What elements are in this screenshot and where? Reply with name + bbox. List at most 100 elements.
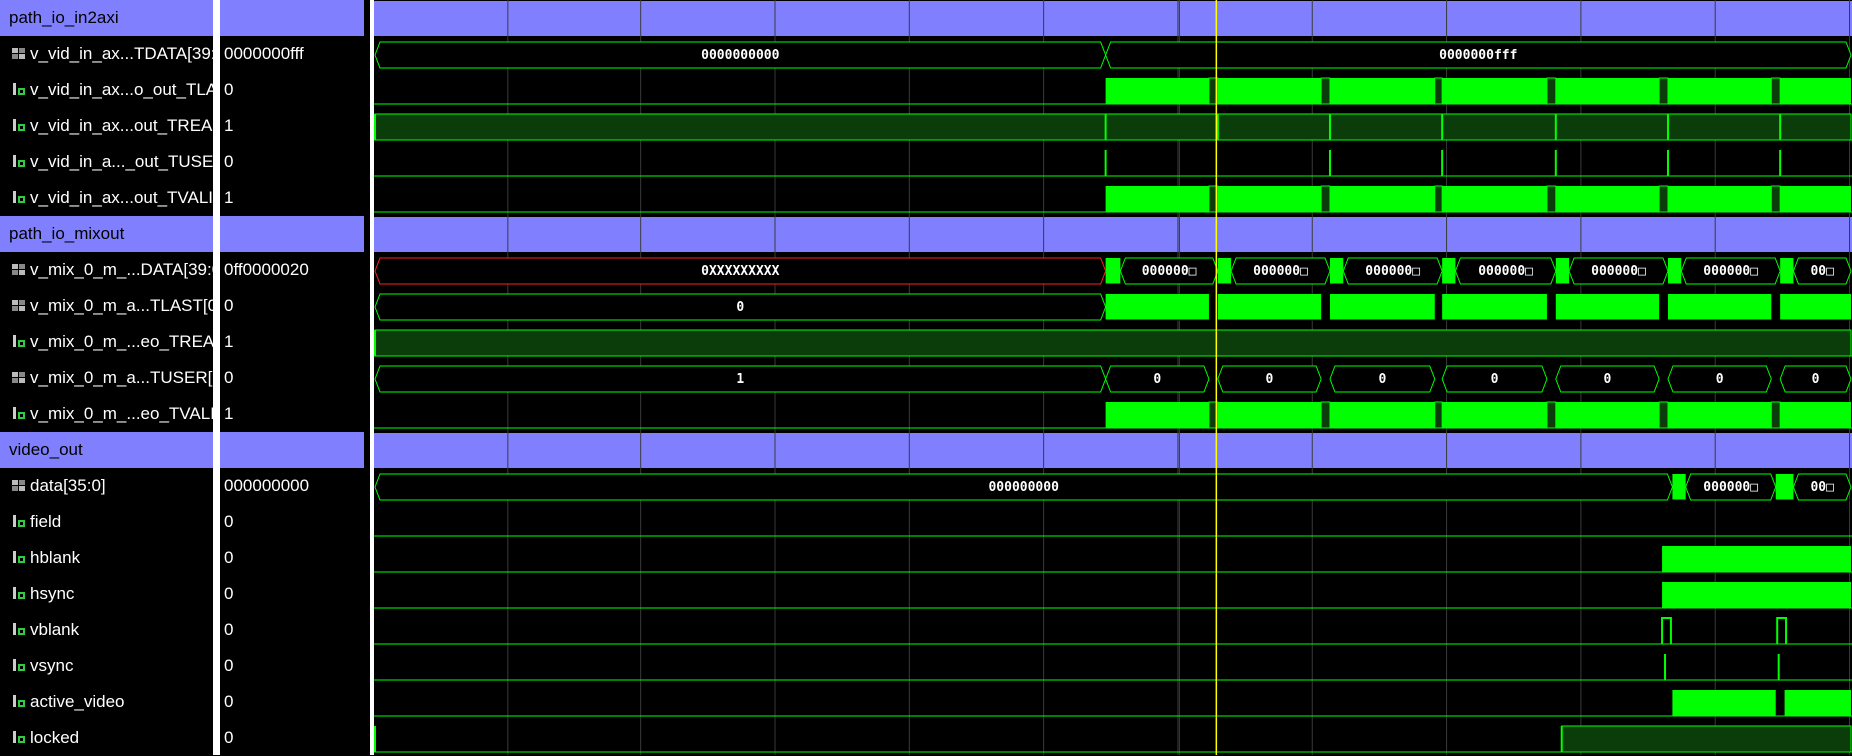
- bus-segment-label: 0: [1604, 372, 1612, 387]
- wave-high-segment: [1667, 186, 1772, 212]
- bus-segment: [1342, 257, 1443, 285]
- signal-name-row[interactable]: vblank: [0, 612, 213, 648]
- signal-name-row[interactable]: v_vid_in_a..._out_TUSER: [0, 144, 213, 180]
- group-header[interactable]: video_out: [0, 432, 213, 468]
- group-header[interactable]: path_io_mixout: [0, 216, 213, 252]
- signal-value-row[interactable]: 1: [220, 180, 364, 216]
- signal-name-row[interactable]: locked: [0, 720, 213, 756]
- signal-name-row[interactable]: hsync: [0, 576, 213, 612]
- wave-high-segment: [1555, 186, 1660, 212]
- wave-group-band: [374, 1, 1852, 36]
- signal-name-row[interactable]: v_vid_in_ax...out_TVALIE: [0, 180, 213, 216]
- wave-dark-segment: [1561, 725, 1852, 753]
- signal-value-row[interactable]: 0: [220, 648, 364, 684]
- bit-icon: [10, 729, 28, 747]
- bus-segment: [1568, 257, 1669, 285]
- signal-value: 0: [224, 620, 234, 639]
- group-header[interactable]: path_io_in2axi: [0, 0, 213, 36]
- signal-value: 1: [224, 404, 234, 423]
- signal-value-row[interactable]: 1: [220, 324, 364, 360]
- bus-icon: [10, 477, 28, 495]
- signal-name: v_mix_0_m_...eo_TREAD: [30, 332, 213, 351]
- wave-high-segment: [1442, 186, 1547, 212]
- signal-name: field: [30, 512, 62, 531]
- group-value-row[interactable]: [220, 216, 364, 252]
- signal-name-row[interactable]: data[35:0]: [0, 468, 213, 504]
- signal-value-row[interactable]: 0: [220, 360, 364, 396]
- wave-high-segment: [1667, 258, 1682, 284]
- signal-value: 0: [224, 548, 234, 567]
- group-value-row[interactable]: [220, 0, 364, 36]
- signal-name-row[interactable]: active_video: [0, 684, 213, 720]
- signal-name: hsync: [30, 584, 75, 603]
- signal-value-row[interactable]: 0000000fff: [220, 36, 364, 72]
- signal-name-row[interactable]: vsync: [0, 648, 213, 684]
- signal-name: path_io_in2axi: [9, 8, 119, 27]
- bus-segment-label: 0000000fff: [1439, 48, 1517, 63]
- signal-value: 0: [224, 692, 234, 711]
- wave-high-segment: [1555, 294, 1660, 320]
- bus-icon: [10, 297, 28, 315]
- signal-value-row[interactable]: 0: [220, 684, 364, 720]
- wave-high-segment: [1775, 474, 1794, 500]
- wave-splitter[interactable]: [364, 0, 374, 755]
- signal-value-row[interactable]: 0: [220, 576, 364, 612]
- signal-value: 0: [224, 152, 234, 171]
- signal-value-row[interactable]: 0: [220, 288, 364, 324]
- signal-name-row[interactable]: v_mix_0_m_...eo_TVALIE: [0, 396, 213, 432]
- signal-value-row[interactable]: 0: [220, 144, 364, 180]
- bus-segment: [1105, 365, 1210, 393]
- signal-value-row[interactable]: 000000000: [220, 468, 364, 504]
- bus-segment-label: 000000□: [1703, 264, 1758, 279]
- wave-dark-segment: [1770, 185, 1781, 213]
- signal-name-row[interactable]: v_mix_0_m_...eo_TREAD: [0, 324, 213, 360]
- wave-high-segment: [1217, 78, 1322, 104]
- signal-value-row[interactable]: 1: [220, 108, 364, 144]
- signal-name-row[interactable]: field: [0, 504, 213, 540]
- bus-segment: [1792, 473, 1852, 501]
- wave-high-segment: [1780, 78, 1851, 104]
- signal-name-row[interactable]: v_mix_0_m_a...TUSER[0:: [0, 360, 213, 396]
- bit-icon: [10, 513, 28, 531]
- signal-value: 0: [224, 584, 234, 603]
- signal-value-row[interactable]: 0: [220, 720, 364, 756]
- column-splitter[interactable]: [213, 0, 220, 755]
- bus-segment-label: 0: [1716, 372, 1724, 387]
- bus-segment-label: 000000□: [1591, 264, 1646, 279]
- signal-value-row[interactable]: 0: [220, 72, 364, 108]
- group-value-row[interactable]: [220, 432, 364, 468]
- signal-value-row[interactable]: 0ff0000020: [220, 252, 364, 288]
- signal-name-row[interactable]: hblank: [0, 540, 213, 576]
- wave-high-segment: [1217, 186, 1322, 212]
- signal-name: v_mix_0_m_...eo_TVALIE: [30, 404, 213, 423]
- signal-value-row[interactable]: 0: [220, 504, 364, 540]
- signal-value-row[interactable]: 1: [220, 396, 364, 432]
- bus-segment-label: 0: [1812, 372, 1820, 387]
- signal-value-row[interactable]: 0: [220, 612, 364, 648]
- wave-dark-segment: [1658, 401, 1669, 429]
- bus-icon: [10, 45, 28, 63]
- wave-high-segment: [1105, 78, 1209, 104]
- bus-segment: [1119, 257, 1219, 285]
- signal-value-row[interactable]: 0: [220, 540, 364, 576]
- wave-high-segment: [1780, 258, 1794, 284]
- signal-name: v_vid_in_ax...out_TREAD: [30, 116, 213, 135]
- bus-segment: [1230, 257, 1331, 285]
- bit-icon: [10, 81, 28, 99]
- bus-segment-label: 00□: [1810, 480, 1834, 495]
- signal-name-row[interactable]: v_vid_in_ax...TDATA[39:: [0, 36, 213, 72]
- bit-icon: [10, 189, 28, 207]
- signal-name-row[interactable]: v_vid_in_ax...out_TREAD: [0, 108, 213, 144]
- signal-name-row[interactable]: v_mix_0_m_a...TLAST[0:(: [0, 288, 213, 324]
- signal-name-row[interactable]: v_vid_in_ax...o_out_TLAS: [0, 72, 213, 108]
- wave-pulse: [1776, 617, 1788, 644]
- wave-dark-segment: [1320, 401, 1331, 429]
- wave-dark-segment: [1320, 185, 1331, 213]
- bit-icon: [10, 657, 28, 675]
- signal-name-row[interactable]: v_mix_0_m_...DATA[39:0: [0, 252, 213, 288]
- wave-high-segment: [1442, 258, 1456, 284]
- wave-splitter-bar[interactable]: [370, 0, 374, 755]
